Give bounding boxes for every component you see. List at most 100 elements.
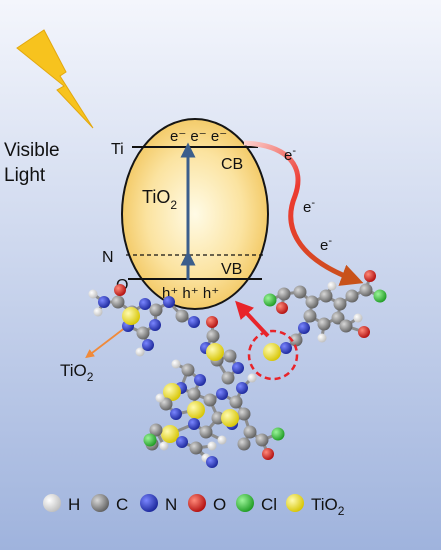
carbon-atom [189, 441, 203, 455]
legend-carbon-swatch [91, 494, 109, 512]
transfer-electron-label-3: e- [320, 235, 332, 254]
tio2-atom [263, 343, 281, 361]
tio2-molecule-label: TiO2 [60, 361, 94, 384]
carbon-atom [319, 289, 333, 303]
nitrogen-atom [170, 408, 182, 420]
chlorine-atom [263, 293, 277, 307]
legend-carbon-label: C [116, 495, 128, 514]
carbon-atom [317, 317, 331, 331]
carbon-atom [175, 309, 189, 323]
chlorine-atom [143, 433, 157, 447]
oxygen-atom [206, 316, 218, 328]
hydrogen-atom [93, 307, 103, 317]
nitrogen-atom [298, 322, 310, 334]
semiconductor-label: TiO2 [142, 187, 177, 212]
transfer-electron-label-2: e- [303, 197, 315, 216]
nitrogen-atom [139, 298, 151, 310]
carbon-atom [149, 423, 163, 437]
carbon-atom [229, 395, 243, 409]
nitrogen-atom [280, 342, 292, 354]
nitrogen-atom [98, 296, 110, 308]
legend-chlorine-label: Cl [261, 495, 277, 514]
carbon-atom [243, 425, 257, 439]
legend-hydrogen-swatch [43, 494, 61, 512]
legend-oxygen-swatch [188, 494, 206, 512]
hydrogen-atom [207, 441, 217, 451]
carbon-atom [111, 295, 125, 309]
holes-label: h⁺ h⁺ h⁺ [162, 285, 219, 302]
hydrogen-atom [88, 289, 98, 299]
ti-level-label: Ti [111, 141, 124, 158]
hydrogen-atom [135, 347, 145, 357]
carbon-atom [255, 433, 269, 447]
carbon-atom [221, 371, 235, 385]
tio2-atom [161, 425, 179, 443]
carbon-atom [305, 295, 319, 309]
nitrogen-atom [149, 319, 161, 331]
carbon-atom [303, 309, 317, 323]
legend-tio2-swatch [286, 494, 304, 512]
carbon-atom [359, 283, 373, 297]
cb-label: CB [221, 156, 243, 173]
tio2-atom [163, 383, 181, 401]
hydrogen-atom [317, 333, 327, 343]
nitrogen-atom [232, 362, 244, 374]
lightning-bolt-icon [16, 29, 94, 129]
nitrogen-atom [176, 436, 188, 448]
atom-legend: H C N O Cl TiO2 [43, 494, 345, 518]
electron-transfer-arrow [243, 140, 364, 286]
carbon-atom [206, 329, 220, 343]
electrons-label: e⁻ e⁻ e⁻ [170, 128, 227, 145]
hydrogen-atom [159, 441, 169, 451]
legend-nitrogen-swatch [140, 494, 158, 512]
oxygen-atom [364, 270, 376, 282]
nitrogen-atom [236, 382, 248, 394]
tio2-atom [206, 343, 224, 361]
light-label-line1: Visible [4, 140, 60, 161]
hydrogen-atom [353, 313, 363, 323]
carbon-atom [289, 333, 303, 347]
nitrogen-atom [142, 339, 154, 351]
carbon-atom [211, 411, 225, 425]
oxygen-atom [262, 448, 274, 460]
nitrogen-atom [206, 456, 218, 468]
semiconductor-ellipse [121, 118, 269, 310]
legend-chlorine-swatch [236, 494, 254, 512]
legend-nitrogen-label: N [165, 495, 177, 514]
carbon-atom [331, 311, 345, 325]
chlorine-atom [271, 427, 285, 441]
chlorine-atom [373, 289, 387, 303]
nitrogen-atom [188, 418, 200, 430]
carbon-atom [237, 437, 251, 451]
molecule-left [88, 284, 200, 357]
carbon-atom [237, 407, 251, 421]
nitrogen-atom [163, 296, 175, 308]
carbon-atom [136, 326, 150, 340]
carbon-atom [223, 349, 237, 363]
carbon-atom [293, 285, 307, 299]
carbon-atom [339, 319, 353, 333]
hydrogen-atom [247, 373, 257, 383]
carbon-atom [187, 387, 201, 401]
molecule-right [263, 270, 387, 361]
vb-label: VB [221, 261, 242, 278]
nitrogen-atom [194, 374, 206, 386]
semiconductor-label-base: TiO [142, 187, 170, 207]
hydrogen-atom [327, 281, 337, 291]
hydrogen-atom [171, 359, 181, 369]
oxygen-atom [276, 302, 288, 314]
hole-transfer-arrow [235, 300, 270, 338]
carbon-atom [199, 425, 213, 439]
tio2-pointer-arrow [85, 326, 127, 359]
nitrogen-atom [188, 316, 200, 328]
carbon-atom [277, 287, 291, 301]
tio2-atom [122, 307, 140, 325]
active-site-highlight [247, 329, 299, 381]
carbon-atom [203, 393, 217, 407]
semiconductor-label-sub: 2 [170, 198, 177, 212]
oxygen-atom [358, 326, 370, 338]
molecule-center [143, 316, 285, 468]
n-level-label: N [102, 249, 114, 266]
